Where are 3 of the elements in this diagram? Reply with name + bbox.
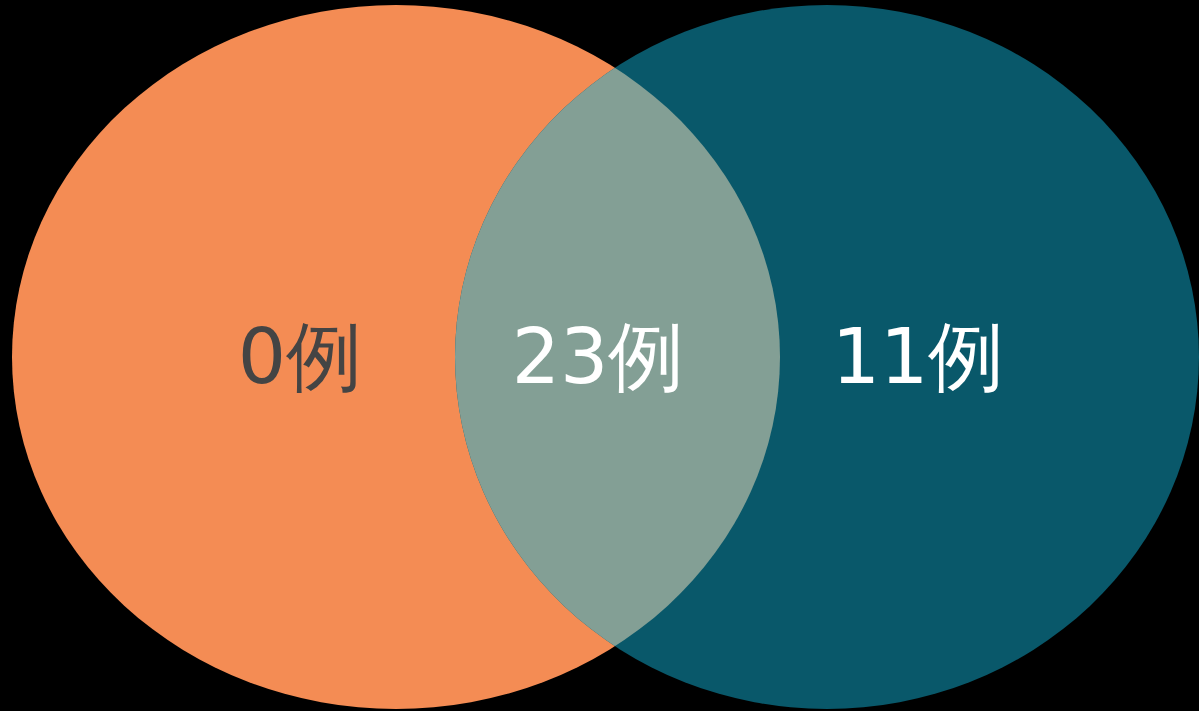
count-label: 23例 [511, 319, 685, 395]
count-label: 0例 [237, 319, 363, 395]
count-label: 11例 [831, 319, 1005, 395]
